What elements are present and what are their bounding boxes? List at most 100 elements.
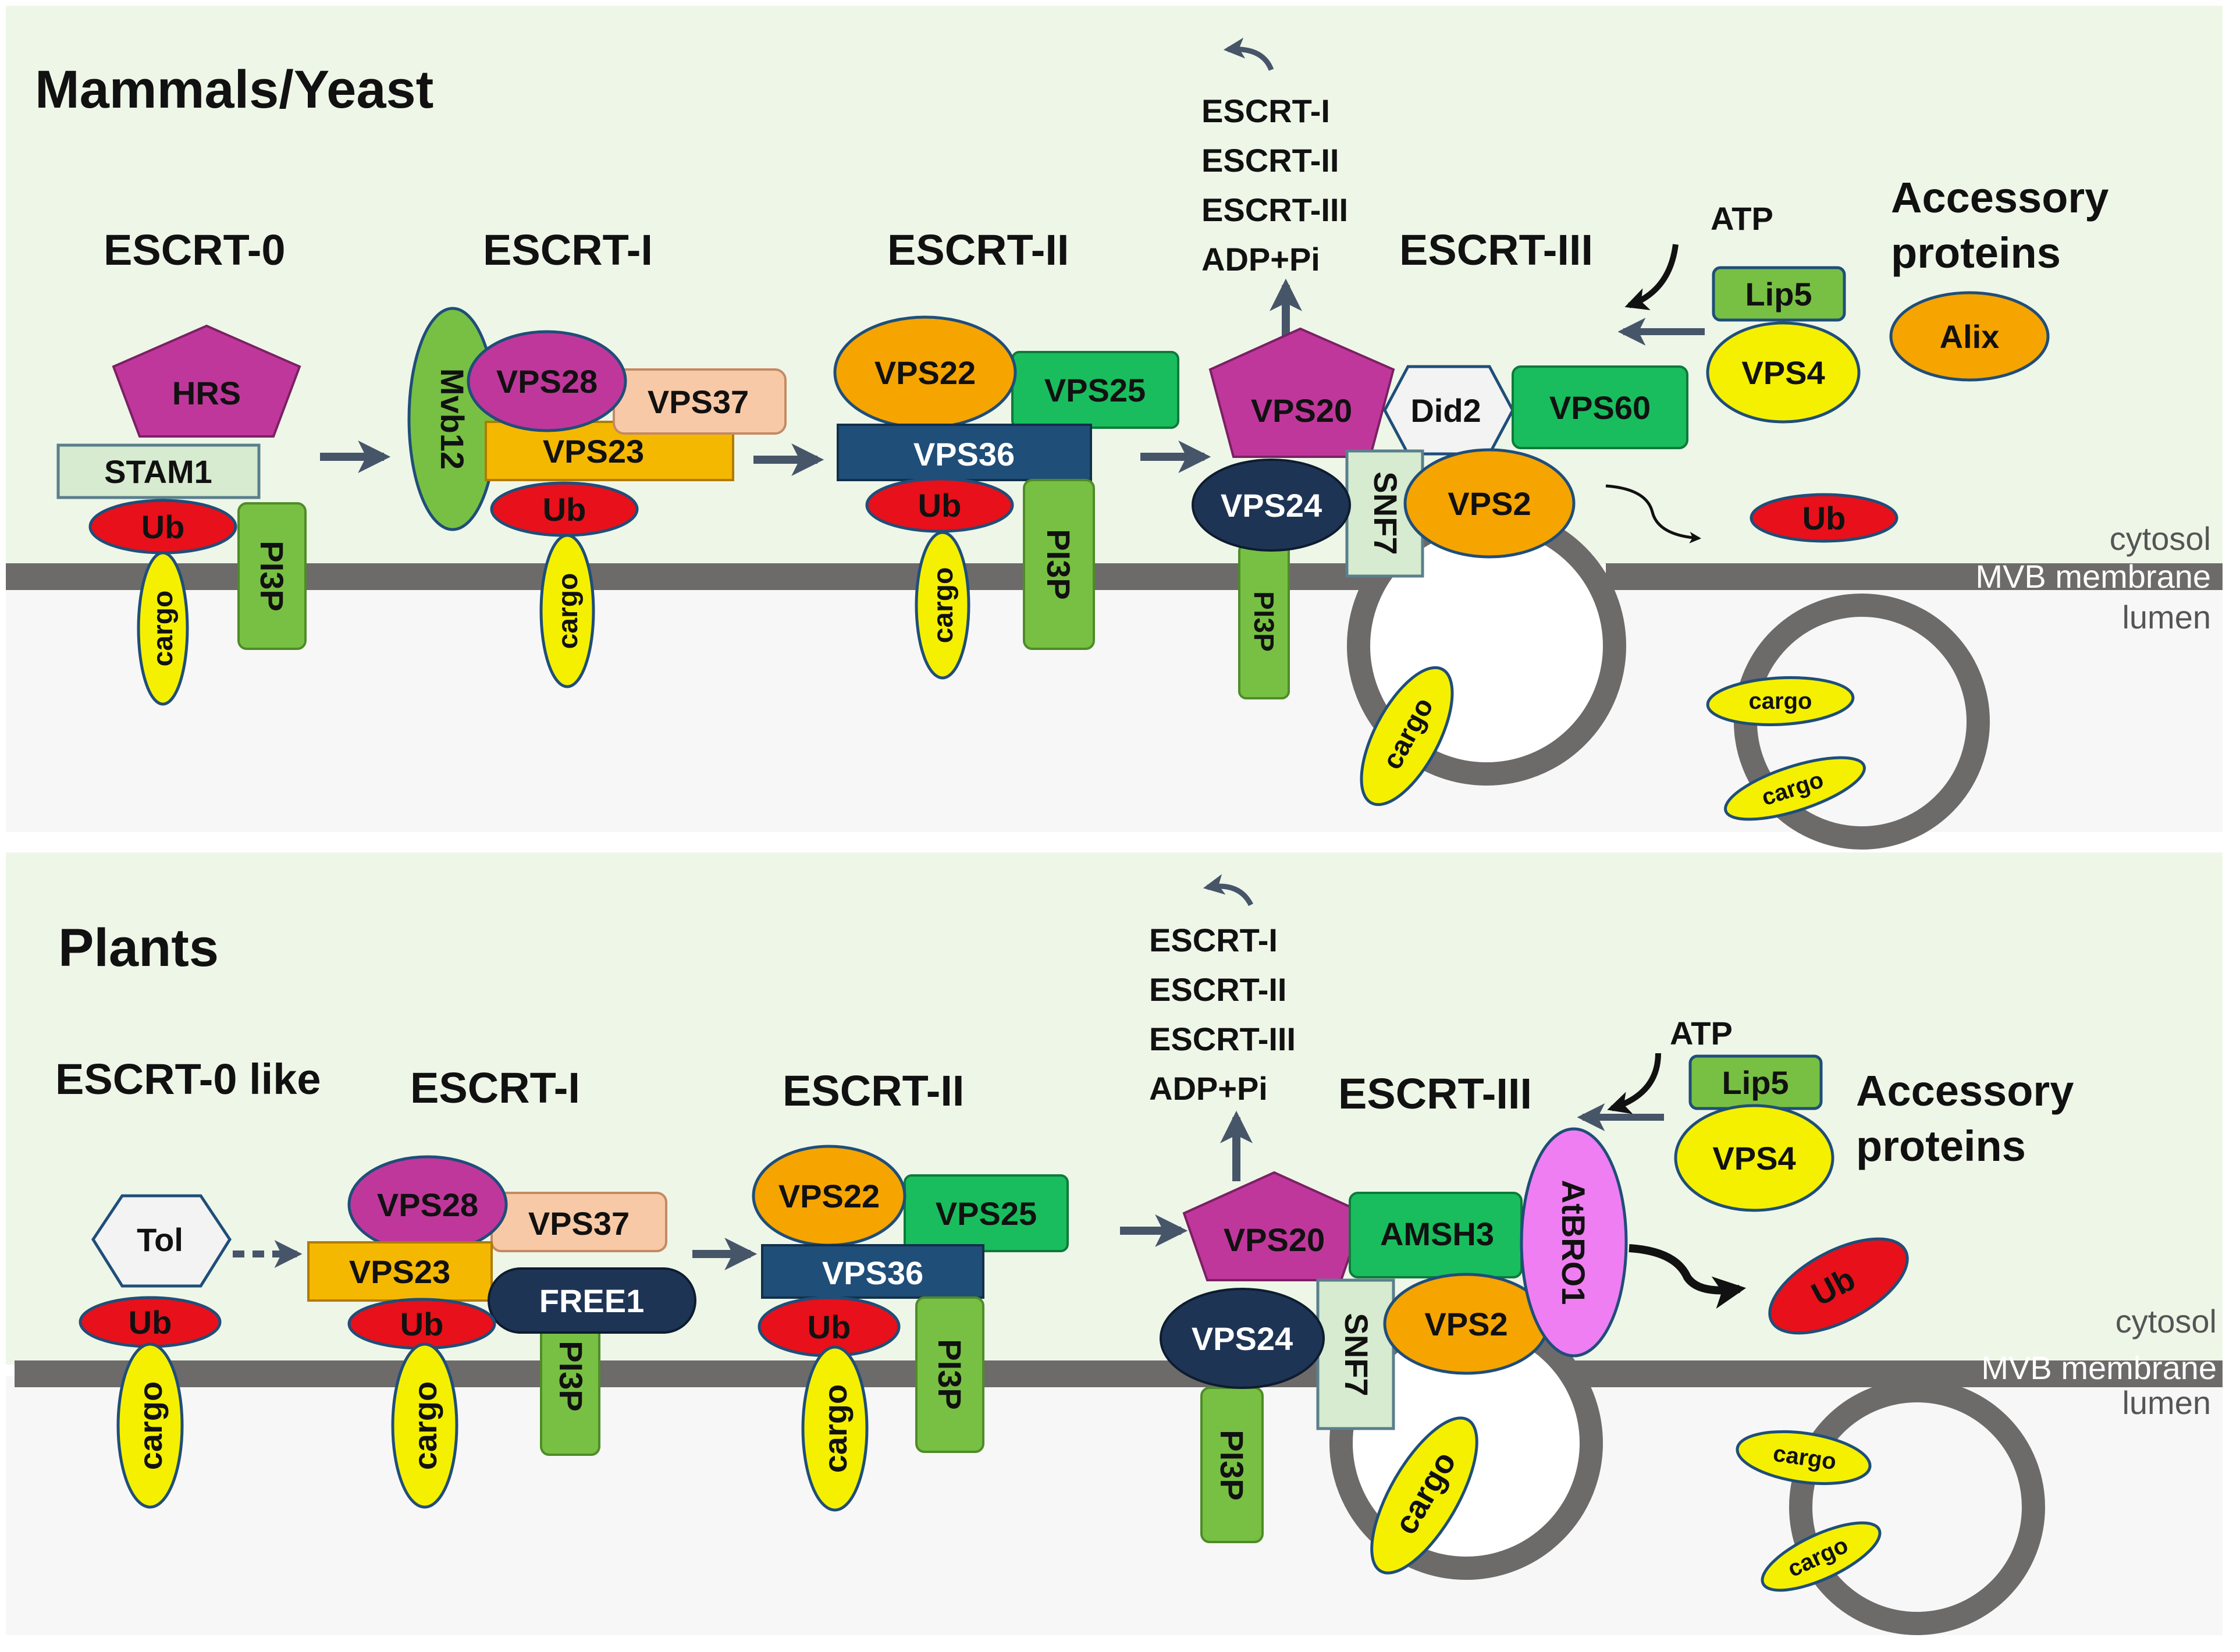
vps36-label: VPS36	[913, 436, 1015, 472]
complex-label-escrt1: ESCRT-I	[410, 1064, 580, 1112]
cargo-protein	[1724, 756, 1866, 821]
ub-label: Ub	[808, 1309, 851, 1345]
lumen-background	[6, 1376, 2223, 1635]
snf7-label: SNF7	[1367, 471, 1404, 555]
atp-hydrolysis-arrow	[1607, 1053, 1661, 1114]
ub-protein	[865, 477, 1014, 533]
cargo-label: cargo	[1749, 688, 1812, 714]
cargo-label: cargo	[928, 567, 959, 644]
vps24-label: VPS24	[1221, 487, 1322, 524]
pi3p-label: PI3P	[553, 1341, 589, 1411]
cargo-protein	[1761, 1521, 1882, 1592]
cargo-protein	[801, 1345, 869, 1512]
cargo-protein	[1370, 1416, 1478, 1575]
vps28-protein	[467, 330, 627, 432]
release-curved-arrow	[1223, 37, 1274, 71]
vps36-label: VPS36	[822, 1255, 923, 1291]
released-escrt3: ESCRT-III	[1149, 1021, 1296, 1057]
panel-mammals-yeast: Mammals/Yeast ESCRT-0 HRS STAM1 Ub PI3P …	[6, 6, 2223, 850]
amsh3-label: AMSH3	[1380, 1216, 1494, 1252]
pi3p-label: PI3P	[1040, 529, 1077, 599]
ub-label: Ub	[141, 509, 185, 545]
vps4-label: VPS4	[1712, 1140, 1795, 1177]
ub-label: Ub	[1802, 500, 1846, 537]
cargo-protein	[539, 534, 595, 688]
cargo-label: cargo	[148, 591, 179, 667]
released-escrt2: ESCRT-II	[1201, 142, 1339, 179]
panel-title: Mammals/Yeast	[35, 60, 433, 119]
cargo-protein	[116, 1342, 184, 1509]
vps23-label: VPS23	[349, 1253, 450, 1290]
cargo-protein	[915, 531, 970, 680]
stam1-label: STAM1	[104, 453, 212, 490]
pi3p-lipid	[1023, 479, 1095, 650]
lip5-label: Lip5	[1745, 276, 1812, 312]
atbro1-protein	[1520, 1127, 1628, 1358]
mvb-membrane-right	[1606, 563, 2223, 590]
vps28-label: VPS28	[377, 1186, 478, 1223]
ub-label: Ub	[129, 1304, 172, 1341]
released-escrt2: ESCRT-II	[1149, 971, 1286, 1008]
atp-label: ATP	[1670, 1015, 1733, 1051]
pi3p-label: PI3P	[254, 541, 290, 611]
region-cytosol: cytosol	[2110, 520, 2211, 557]
vps25-protein	[1011, 351, 1179, 429]
ub-label: Ub	[543, 491, 586, 528]
released-escrt1: ESCRT-I	[1149, 922, 1278, 958]
cargo-label: cargo	[132, 1381, 169, 1470]
lip5-label: Lip5	[1722, 1064, 1789, 1101]
cargo-label: cargo	[553, 573, 584, 649]
region-mvb-membrane: MVB membrane	[1975, 558, 2211, 595]
alix-protein	[1889, 291, 2050, 382]
complex-label-escrt0-like: ESCRT-0 like	[55, 1055, 321, 1103]
cargo-protein	[1706, 676, 1855, 726]
vps60-label: VPS60	[1549, 389, 1651, 426]
pi3p-label: PI3P	[1248, 591, 1279, 652]
hrs-protein	[112, 324, 301, 438]
ub-protein	[1768, 1237, 1909, 1335]
vps22-label: VPS22	[874, 354, 976, 391]
vps4-protein	[1706, 321, 1861, 424]
pi3p-label: PI3P	[931, 1339, 968, 1409]
ub-label: Ub	[918, 487, 962, 524]
complex-label-escrt0: ESCRT-0	[104, 226, 286, 274]
atp-label: ATP	[1711, 200, 1773, 237]
mvb12-label: Mvb12	[434, 368, 471, 470]
vps36-protein	[837, 424, 1092, 481]
vps37-label: VPS37	[648, 383, 749, 420]
lip5-protein	[1712, 266, 1846, 322]
cargo-label: cargo	[817, 1384, 854, 1473]
mvb-membrane	[6, 563, 1373, 590]
released-escrt1: ESCRT-I	[1201, 93, 1330, 129]
vps4-label: VPS4	[1741, 354, 1825, 391]
vps25-label: VPS25	[936, 1195, 1037, 1232]
vps20-protein	[1208, 327, 1395, 458]
released-escrt3: ESCRT-III	[1201, 191, 1348, 228]
vps25-protein	[904, 1174, 1069, 1252]
tol-label: Tol	[137, 1221, 183, 1258]
vps23-protein	[307, 1241, 493, 1302]
ub-release-arrow	[1605, 484, 1701, 543]
cargo-protein	[1736, 1430, 1872, 1486]
vps28-label: VPS28	[496, 363, 598, 400]
pi3p-lipid	[237, 502, 307, 650]
accessory-proteins-line2: proteins	[1891, 229, 2061, 277]
vps24-label: VPS24	[1192, 1320, 1293, 1357]
released-adp-pi: ADP+Pi	[1149, 1070, 1268, 1107]
free1-label: FREE1	[539, 1282, 645, 1319]
lumen-background	[6, 576, 2223, 832]
atp-hydrolysis-arrow	[1624, 244, 1679, 311]
vps24-protein	[1192, 459, 1351, 552]
release-curved-arrow	[1203, 874, 1254, 907]
pi3p-lipid	[915, 1296, 984, 1453]
vps2-label: VPS2	[1424, 1306, 1507, 1342]
ub-release-arrow	[1629, 1244, 1747, 1309]
cargo-label: cargo	[407, 1381, 443, 1470]
vps23-label: VPS23	[543, 433, 644, 470]
region-mvb-membrane: MVB membrane	[1981, 1349, 2217, 1386]
stam1-protein	[56, 443, 261, 499]
hrs-label: HRS	[172, 375, 241, 411]
complex-label-escrt2: ESCRT-II	[783, 1067, 964, 1115]
complex-label-escrt2: ESCRT-II	[887, 226, 1069, 274]
vps24-protein	[1160, 1288, 1325, 1389]
